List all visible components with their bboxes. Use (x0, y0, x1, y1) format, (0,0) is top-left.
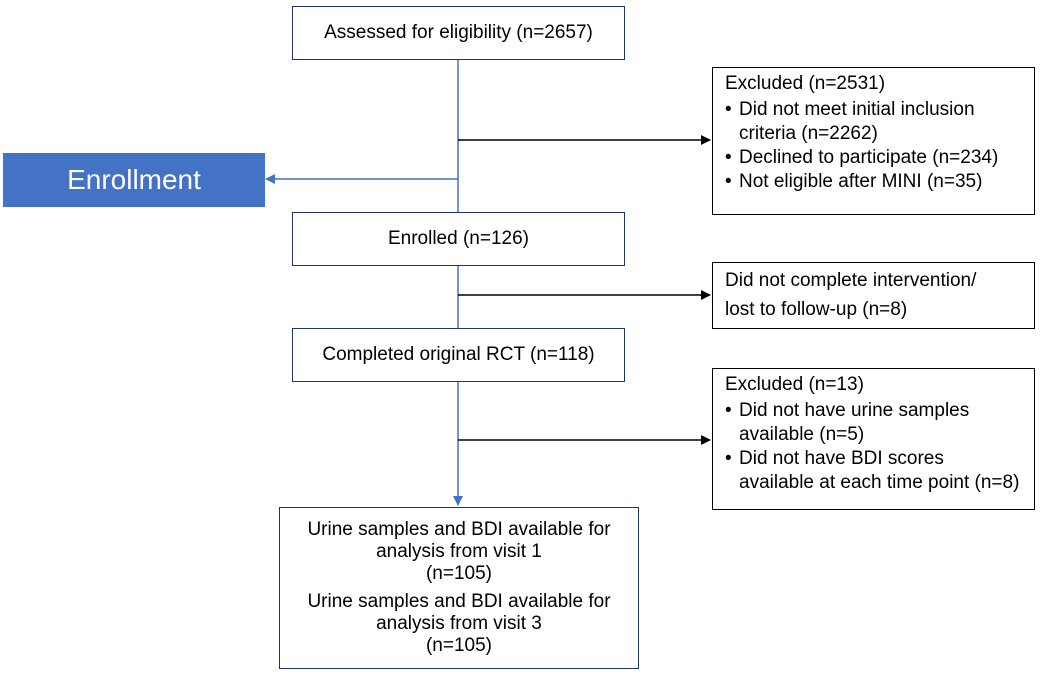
final-line-4: Urine samples and BDI available for (307, 591, 611, 612)
assessed-box: Assessed for eligibility (n=2657) (292, 6, 625, 60)
final-line-5: analysis from visit 3 (376, 613, 542, 634)
excluded-box-2: Excluded (n=13) Did not have urine sampl… (712, 368, 1035, 510)
excluded-2-list: Did not have urine samples available (n=… (725, 399, 1024, 495)
excluded-2-item: Did not have BDI scores available at eac… (725, 447, 1024, 495)
final-line-1: Urine samples and BDI available for (307, 519, 611, 540)
lost-to-followup-box: Did not complete intervention/ lost to f… (712, 262, 1035, 329)
excluded-2-item: Did not have urine samples available (n=… (725, 399, 1024, 447)
excluded-1-item: Declined to participate (n=234) (725, 146, 1024, 170)
excluded-1-item: Not eligible after MINI (n=35) (725, 170, 1024, 194)
final-line-6: (n=105) (425, 635, 493, 656)
completed-box: Completed original RCT (n=118) (292, 328, 625, 382)
excluded-box-1: Excluded (n=2531) Did not meet initial i… (712, 67, 1035, 215)
lost-line-2: lost to follow-up (n=8) (725, 299, 908, 320)
excluded-1-header: Excluded (n=2531) (725, 73, 886, 94)
excluded-1-list: Did not meet initial inclusion criteria … (725, 98, 1024, 194)
enrolled-label: Enrolled (n=126) (387, 228, 529, 249)
final-line-3: (n=105) (425, 563, 493, 584)
lost-line-1: Did not complete intervention/ (725, 270, 977, 291)
enrollment-stage-label: Enrollment (3, 153, 265, 207)
completed-label: Completed original RCT (n=118) (322, 344, 595, 365)
excluded-1-item: Did not meet initial inclusion criteria … (725, 98, 1024, 146)
assessed-label: Assessed for eligibility (n=2657) (324, 22, 593, 43)
final-line-2: analysis from visit 1 (376, 541, 542, 562)
enrollment-stage-text: Enrollment (67, 164, 201, 195)
final-analysis-box: Urine samples and BDI available for anal… (279, 507, 639, 669)
excluded-2-header: Excluded (n=13) (725, 374, 864, 395)
enrolled-box: Enrolled (n=126) (292, 212, 625, 266)
